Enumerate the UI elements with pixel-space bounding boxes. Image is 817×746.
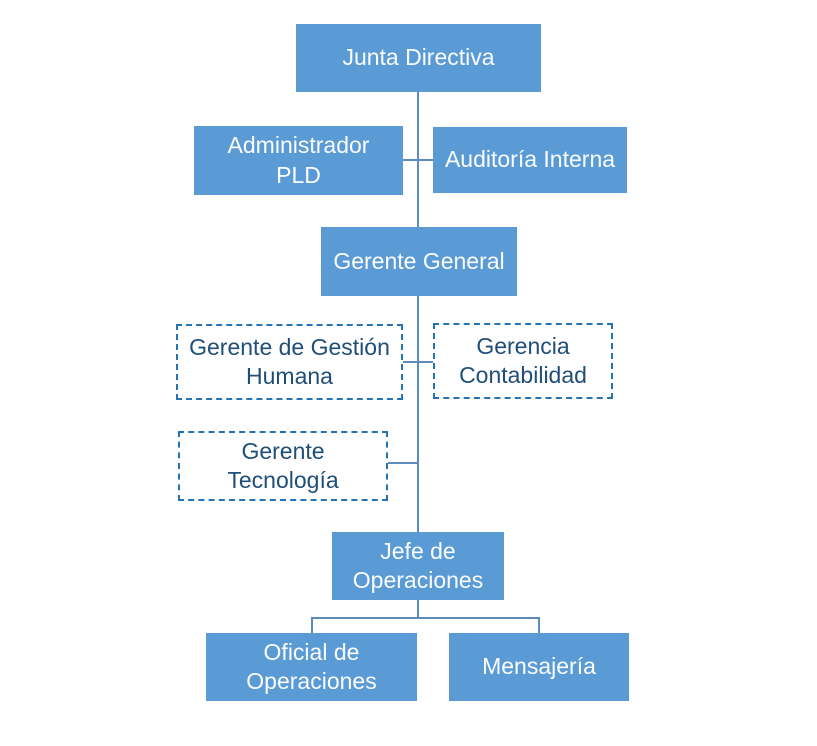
org-node-mensajeria: Mensajería: [449, 633, 629, 701]
org-node-administrador-pld: Administrador PLD: [194, 126, 403, 195]
connector-gestion-contabilidad: [403, 361, 433, 363]
connector-jefe-down: [417, 600, 419, 618]
org-node-gerente-tecnologia: Gerente Tecnología: [178, 431, 388, 501]
org-node-label: Gerente de Gestión Humana: [189, 333, 390, 389]
org-node-label: Mensajería: [482, 653, 596, 680]
org-node-gerente-gestion-humana: Gerente de Gestión Humana: [176, 324, 403, 400]
org-node-label: Gerente Tecnología: [227, 437, 339, 493]
org-node-label: Junta Directiva: [342, 44, 495, 71]
org-node-auditoria-interna: Auditoría Interna: [433, 127, 627, 193]
connector-gerente-general-to-jefe: [417, 296, 419, 532]
org-node-label: Gerencia Contabilidad: [459, 332, 587, 388]
connector-drop-mensajeria: [538, 617, 540, 633]
connector-bottom-bar: [311, 617, 540, 619]
org-node-label: Gerente General: [333, 247, 505, 274]
org-node-oficial-operaciones: Oficial de Operaciones: [206, 633, 417, 701]
org-node-label: Auditoría Interna: [444, 146, 616, 173]
org-node-gerencia-contabilidad: Gerencia Contabilidad: [433, 323, 613, 399]
org-node-label: Administrador PLD: [227, 132, 370, 188]
org-node-junta-directiva: Junta Directiva: [296, 24, 541, 92]
org-node-label: Jefe de Operaciones: [352, 537, 484, 593]
connector-adminpld-auditoria: [403, 159, 433, 161]
connector-drop-oficial: [311, 617, 313, 633]
org-node-jefe-operaciones: Jefe de Operaciones: [332, 532, 504, 600]
connector-tecnologia-to-spine: [388, 462, 417, 464]
org-node-gerente-general: Gerente General: [321, 227, 517, 296]
org-node-label: Oficial de Operaciones: [246, 638, 377, 694]
